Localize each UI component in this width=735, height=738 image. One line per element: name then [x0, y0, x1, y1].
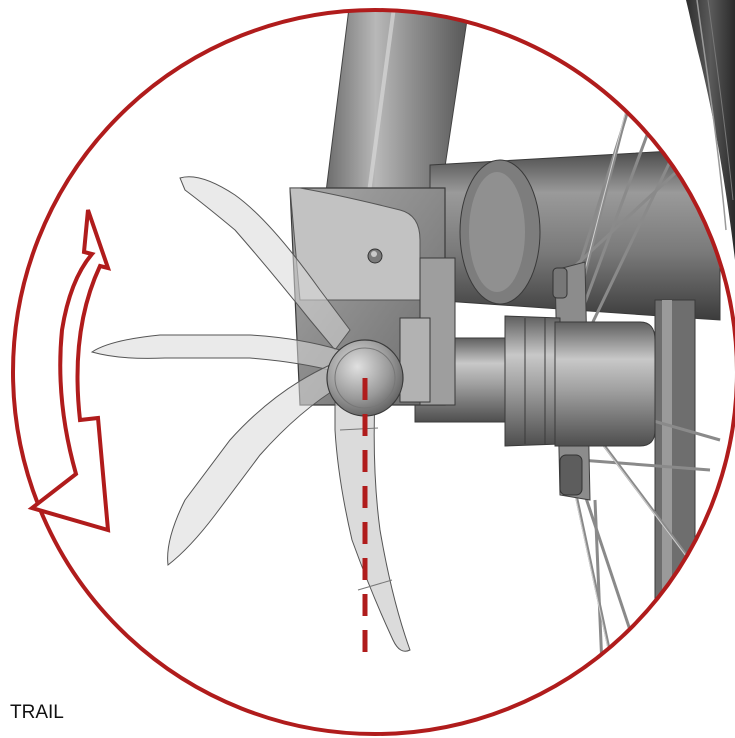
- tire-outside: [686, 0, 735, 260]
- caption-trail: TRAIL: [10, 702, 64, 723]
- axle-hub: [414, 315, 656, 447]
- magnifier-circle: [11, 8, 735, 736]
- rotation-arrow-icon: [27, 209, 112, 533]
